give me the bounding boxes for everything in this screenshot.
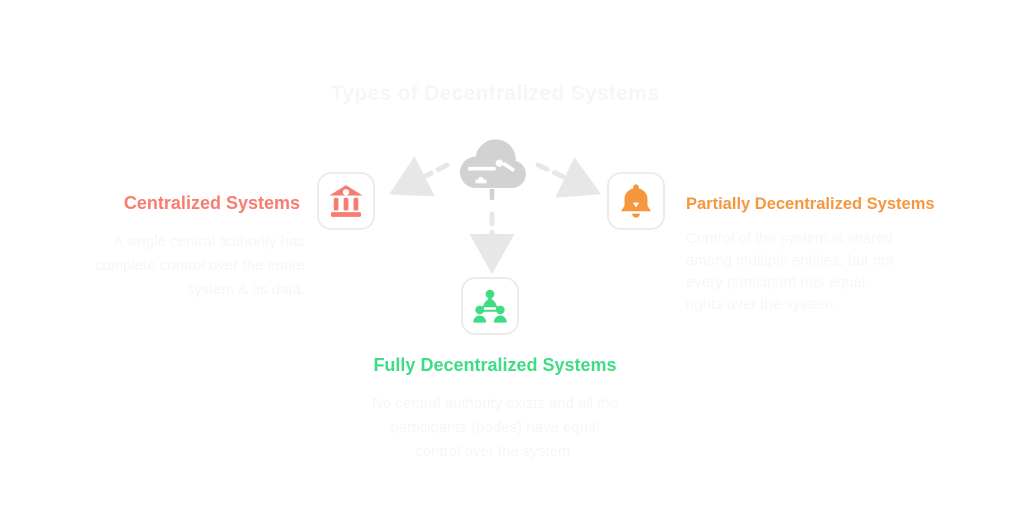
partially-decentralized-description: Control of the system is shared among mu… — [686, 228, 946, 316]
description-line: among multiple entities, but not — [686, 252, 894, 269]
centralized-description: A single central authority has complete … — [35, 230, 305, 302]
description-line: No central authority exists and all the — [372, 395, 618, 412]
description-line: every participant has equal — [686, 274, 866, 291]
bank-icon — [327, 182, 365, 220]
description-line: participants (nodes) have equal — [390, 419, 600, 436]
arrow-to-centralized — [389, 156, 450, 197]
description-line: A single central authority has — [113, 233, 305, 250]
description-line: Control of the system is shared — [686, 230, 893, 247]
fully-decentralized-description: No central authority exists and all the … — [362, 392, 628, 464]
arrow-to-partially-decentralized — [535, 156, 602, 198]
description-line: complete control over the entire — [94, 257, 305, 274]
description-line: system & its data. — [186, 281, 305, 298]
centralized-heading: Centralized Systems — [123, 193, 300, 213]
description-line: control over the system. — [415, 443, 575, 460]
partially-decentralized-icon-box — [607, 172, 665, 230]
diagram-title: Types of Decentralized Systems — [330, 82, 660, 105]
partially-decentralized-heading: Partially Decentralized Systems — [686, 195, 935, 213]
people-network-icon — [471, 287, 509, 325]
bell-icon — [617, 182, 655, 220]
cloud-network-icon — [448, 124, 536, 211]
description-line: rights over the system. — [686, 296, 837, 313]
fully-decentralized-icon-box — [461, 277, 519, 335]
fully-decentralized-heading: Fully Decentralized Systems — [373, 355, 617, 375]
centralized-icon-box — [317, 172, 375, 230]
